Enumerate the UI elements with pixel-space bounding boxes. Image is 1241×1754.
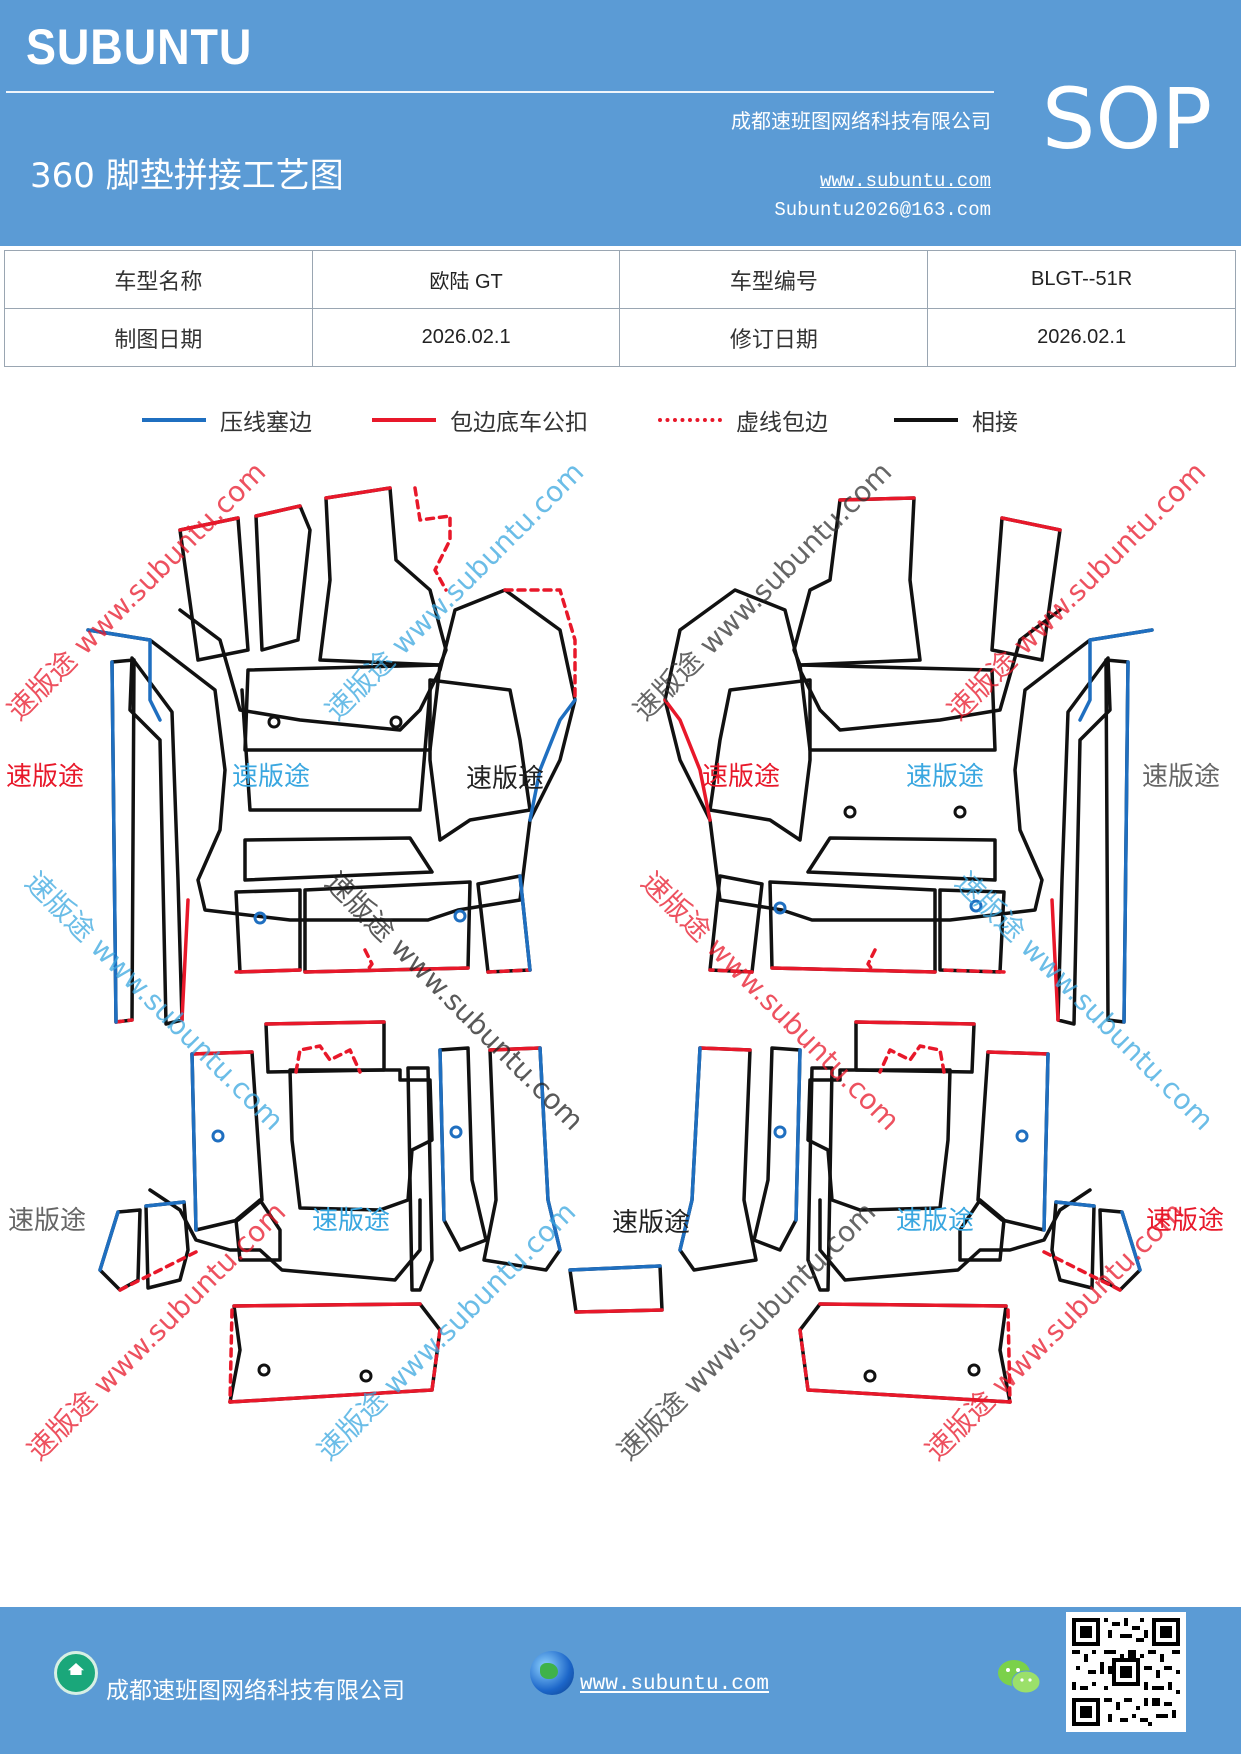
model-code-value: BLGT--51R [927, 250, 1236, 309]
legend-swatch-black [894, 418, 958, 422]
watermark-brand: 速版途 [466, 764, 545, 794]
legend-label: 包边底车公扣 [450, 410, 588, 436]
upper-right-red-edges [663, 496, 1062, 1022]
mat-piece [568, 1264, 664, 1314]
mat-piece [240, 688, 432, 812]
mat-piece [958, 1198, 1006, 1262]
mat-piece [806, 1066, 834, 1292]
model-name-value: 欧陆 GT [311, 250, 621, 309]
legend-swatch-red-dashed [658, 418, 722, 422]
header-divider [6, 91, 994, 93]
mat-piece [288, 1068, 434, 1212]
mat-piece [264, 1020, 386, 1074]
mat-piece [768, 880, 937, 974]
legend-label: 相接 [972, 410, 1018, 436]
header-banner: SUBUNTU 成都速班图网络科技有限公司 360 脚垫拼接工艺图 www.su… [0, 0, 1241, 246]
sop-badge: SOP [1042, 70, 1213, 168]
mounting-holes [211, 715, 1029, 1383]
mat-piece [406, 1066, 434, 1292]
mat-frame [86, 588, 577, 922]
upper-left-red-edges [178, 486, 470, 1022]
mat-piece [234, 1198, 282, 1262]
wechat-icon[interactable] [996, 1657, 1042, 1697]
mat-frame [663, 588, 1154, 922]
mat-piece [678, 1046, 758, 1272]
watermark-brand: 速版途 [6, 762, 85, 792]
watermark-brand: 速版途 [612, 1208, 691, 1238]
globe-icon [530, 1651, 574, 1695]
revision-date-label: 修订日期 [619, 308, 929, 367]
mat-piece [806, 1068, 952, 1212]
legend-item-dashed-edge: 虚线包边 [658, 400, 828, 440]
upper-left-dashed-edges [114, 486, 577, 1024]
watermark-brand: 速版途 [8, 1206, 87, 1236]
footer-website-link[interactable]: www.subuntu.com [580, 1673, 770, 1696]
legend-item-edge-buckle: 包边底车公扣 [372, 400, 588, 440]
draw-date-value: 2026.02.1 [311, 308, 621, 367]
legend-label: 压线塞边 [220, 410, 312, 436]
legend-label: 虚线包边 [736, 410, 828, 436]
vehicle-info-table: 车型名称 欧陆 GT 车型编号 BLGT--51R 制图日期 2026.02.1… [4, 250, 1236, 367]
brand-logo-text: SUBUNTU [26, 19, 253, 75]
lower-left-blue-edges [98, 1046, 662, 1272]
model-code-label: 车型编号 [619, 250, 929, 309]
mat-splicing-diagram: 速版途 速版途 速版途 速版途 速版途 速版途 速版途 速版途 速版途 速版途 … [0, 440, 1241, 1600]
mat-piece [708, 678, 812, 842]
lower-right-red-edges [698, 1020, 1050, 1404]
watermark-brand: 速版途 [1146, 1206, 1225, 1236]
legend-item-press-line: 压线塞边 [142, 400, 312, 440]
watermark-brand: 速版途 [896, 1206, 975, 1236]
upper-left-blue-edges [86, 628, 577, 1024]
model-name-label: 车型名称 [4, 250, 313, 309]
mat-piece [806, 836, 997, 882]
lower-left-dashed-edges [118, 1044, 442, 1404]
mat-piece [243, 836, 434, 882]
footer-company-name: 成都速班图网络科技有限公司 [106, 1678, 405, 1704]
mat-piece [976, 1050, 1050, 1232]
lower-left-red-edges [190, 1020, 664, 1404]
page-title: 360 脚垫拼接工艺图 [30, 156, 344, 196]
mat-piece [938, 888, 1006, 974]
watermark-brand: 速版途 [702, 762, 781, 792]
table-row: 制图日期 2026.02.1 修订日期 2026.02.1 [4, 308, 1236, 367]
lower-right-dashed-edges [798, 1044, 1122, 1404]
line-legend: 压线塞边 包边底车公扣 虚线包边 相接 [0, 400, 1241, 440]
legend-swatch-blue [142, 418, 206, 422]
revision-date-value: 2026.02.1 [927, 308, 1236, 367]
legend-item-join: 相接 [894, 400, 1018, 440]
home-icon [54, 1651, 98, 1695]
table-row: 车型名称 欧陆 GT 车型编号 BLGT--51R [4, 250, 1236, 309]
watermark-brand: 速版途 [906, 762, 985, 792]
mat-piece [752, 1046, 802, 1252]
draw-date-label: 制图日期 [4, 308, 313, 367]
mat-pattern-svg [86, 486, 1154, 1404]
qr-code[interactable] [1066, 1612, 1186, 1732]
upper-right-dashed-edges [708, 948, 1006, 974]
mat-piece [428, 678, 532, 842]
header-email[interactable]: Subuntu2026@163.com [774, 199, 991, 221]
mat-piece [254, 504, 312, 652]
lower-right-blue-edges [678, 1046, 1142, 1272]
mat-piece [854, 1020, 976, 1074]
legend-swatch-red [372, 418, 436, 422]
watermark-brand: 速版途 [1142, 762, 1221, 792]
mat-piece [438, 1046, 488, 1252]
upper-right-blue-edges [1078, 628, 1154, 1024]
qr-code-pattern [1072, 1618, 1180, 1726]
footer-banner: 成都速班图网络科技有限公司 www.subuntu.com [0, 1607, 1241, 1754]
watermark-brand: 速版途 [232, 762, 311, 792]
header-website-link[interactable]: www.subuntu.com [819, 170, 991, 192]
mat-piece [234, 888, 302, 974]
header-company-name: 成都速班图网络科技有限公司 [731, 109, 991, 133]
watermark-brand: 速版途 [312, 1206, 391, 1236]
